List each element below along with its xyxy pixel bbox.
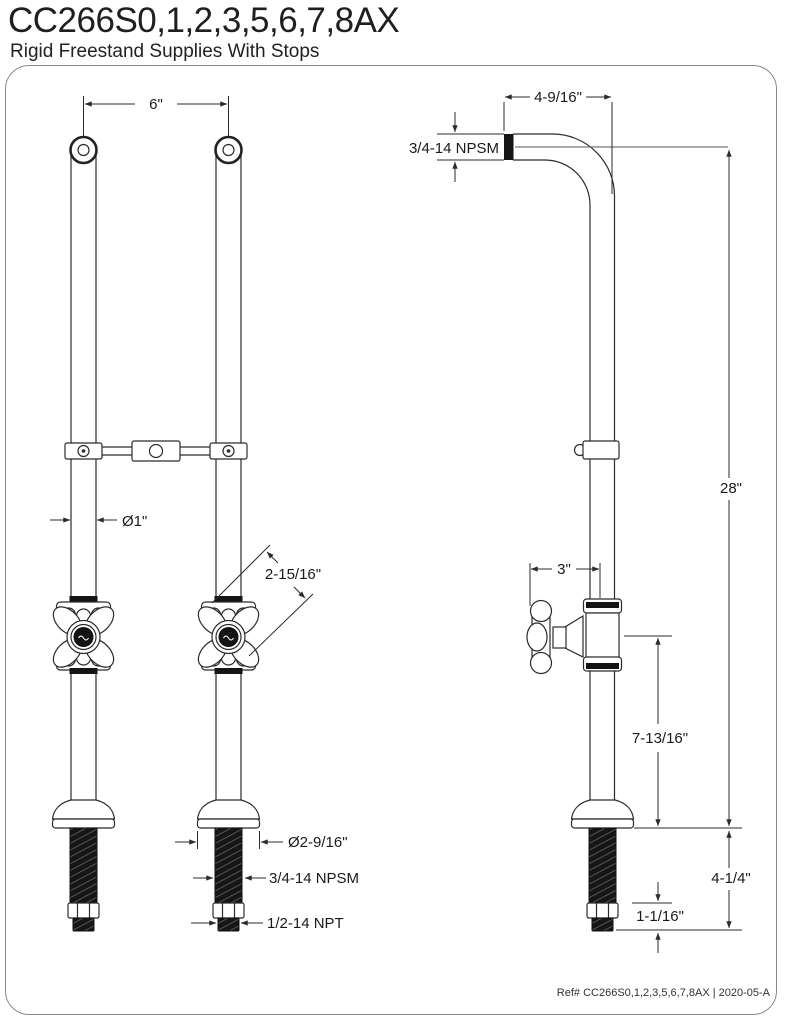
pipe-inner-wall — [513, 159, 591, 600]
floor-flange-shank-left — [51, 799, 116, 932]
pipe-top-outlets — [69, 135, 243, 165]
shutoff-valve-left — [47, 595, 120, 675]
page-title: CC266S0,1,2,3,5,6,7,8AX — [8, 1, 400, 40]
dim-shank-thread-label: 3/4-14 NPSM — [269, 870, 359, 887]
support-bracket — [64, 440, 248, 462]
reference-footer: Ref# CC266S0,1,2,3,5,6,7,8AX | 2020-05-A — [556, 987, 770, 999]
dim-inlet-thread-label: 1/2-14 NPT — [267, 915, 344, 932]
page-subtitle: Rigid Freestand Supplies With Stops — [10, 41, 320, 62]
dim-outlet-reach-label: 4-9/16" — [534, 89, 582, 106]
outlet-thread-end — [504, 134, 514, 160]
side-view — [504, 133, 728, 932]
dimensions: 6" 4-9/16" 3/4-14 NPSM Ø1" 2-15/16" 28" — [50, 89, 751, 953]
dim-handle-depth-label: 3" — [557, 561, 571, 578]
floor-flange-shank-side — [570, 799, 635, 932]
dim-flange-od-label: Ø2-9/16" — [288, 834, 348, 851]
shutoff-valve-side — [526, 598, 623, 675]
supply-pipes — [70, 153, 242, 800]
dim-spread-label: 6" — [149, 96, 163, 113]
dim-pipe-od-label: Ø1" — [122, 513, 147, 530]
front-view — [47, 135, 265, 932]
drawing-border — [5, 65, 777, 1015]
shutoff-valve-right — [192, 595, 265, 675]
dim-outlet-thread-label: 3/4-14 NPSM — [409, 140, 499, 157]
pipe-outer-wall — [513, 133, 616, 600]
dim-tip-length-label: 1-1/16" — [636, 908, 684, 925]
dim-valve-to-floor-label: 7-13/16" — [632, 730, 688, 747]
cross-handle-side — [526, 599, 553, 675]
support-bracket-side — [573, 440, 620, 460]
dim-shank-length-label: 4-1/4" — [711, 870, 751, 887]
floor-flange-shank-right — [196, 799, 261, 932]
dim-overall-height-label: 28" — [720, 480, 742, 497]
dim-handle-span-label: 2-15/16" — [265, 566, 321, 583]
